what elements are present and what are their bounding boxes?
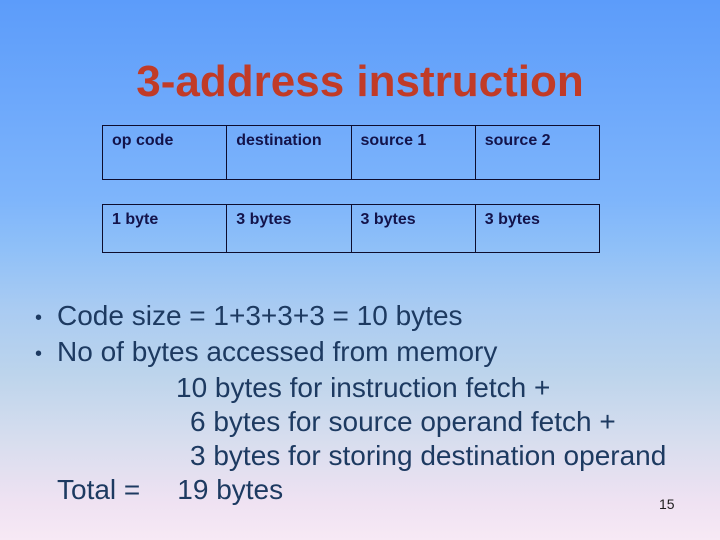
table-cell-source1: source 1 <box>352 126 476 179</box>
table-cell-source2-size: 3 bytes <box>484 211 540 228</box>
instruction-format-table: op code destination source 1 source 2 <box>102 125 600 180</box>
bullet-line-memory-bytes: • No of bytes accessed from memory <box>35 335 715 371</box>
total-label: Total = <box>57 474 141 505</box>
detail-line-store-destination: 3 bytes for storing destination operand <box>190 440 667 471</box>
page-number: 15 <box>659 496 675 512</box>
bullet-text: Code size = 1+3+3+3 = 10 bytes <box>57 300 463 331</box>
bullet-text: No of bytes accessed from memory <box>57 336 498 367</box>
byte-size-table: 1 byte 3 bytes 3 bytes 3 bytes <box>102 204 600 253</box>
bullet-icon: • <box>35 343 43 365</box>
detail-line-source-fetch: 6 bytes for source operand fetch + <box>190 406 616 437</box>
table-cell-opcode-size: 1 byte <box>103 205 228 252</box>
body-text-block: • Code size = 1+3+3+3 = 10 bytes • No of b… <box>35 299 715 507</box>
table-cell-source2: source 2 <box>484 132 551 149</box>
table-cell-source1-size: 3 bytes <box>352 205 476 252</box>
table-cell-destination: destination <box>227 126 352 179</box>
bullet-icon: • <box>35 307 43 329</box>
bullet-line-code-size: • Code size = 1+3+3+3 = 10 bytes <box>35 299 715 335</box>
table-cell-destination-size: 3 bytes <box>227 205 352 252</box>
slide-title: 3-address instruction <box>136 57 584 106</box>
total-value: 19 bytes <box>177 474 284 505</box>
detail-line-instruction-fetch: 10 bytes for instruction fetch + <box>176 372 551 403</box>
table-cell-opcode: op code <box>103 126 228 179</box>
total-line: Total = 19 bytes <box>35 473 715 507</box>
